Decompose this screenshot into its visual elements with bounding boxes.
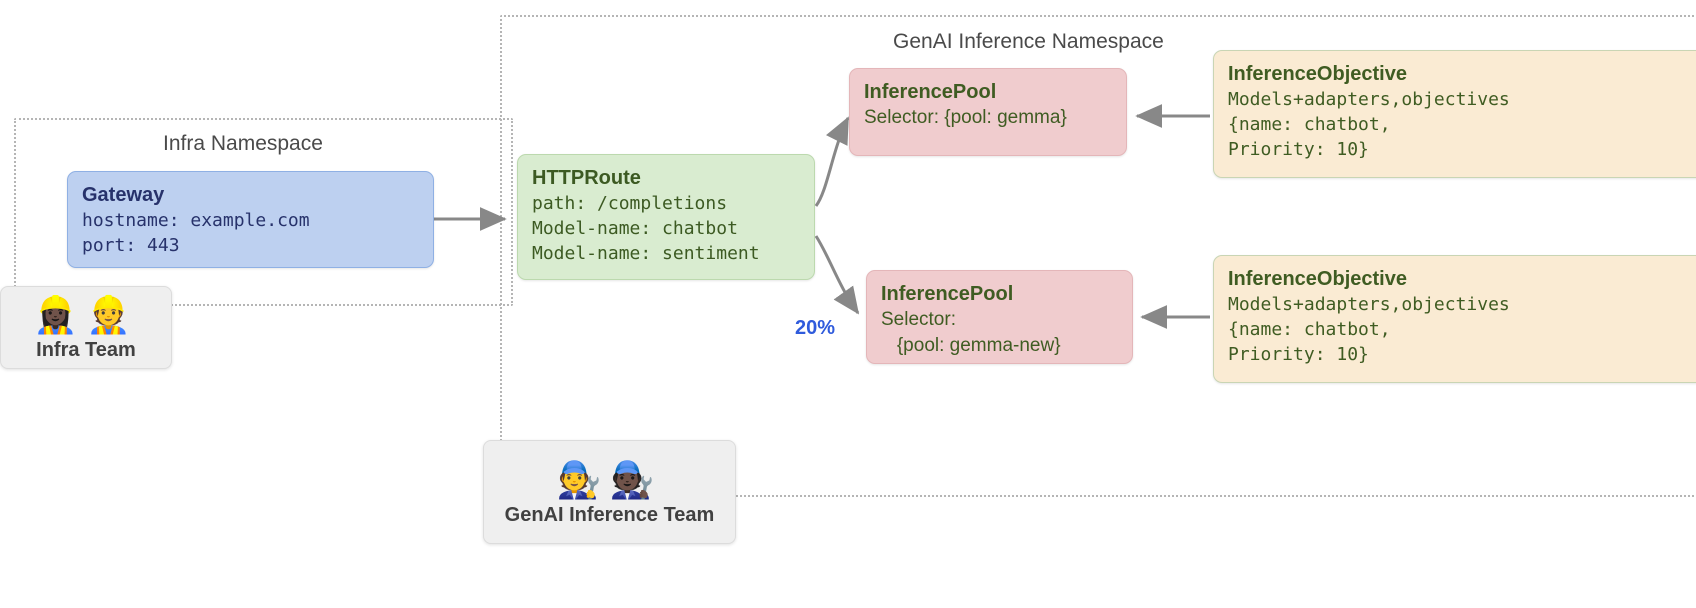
inferencepool-gemma-new-selector: Selector: [881,309,956,330]
genai-team-label: GenAI Inference Team [504,503,715,526]
node-inferencepool-gemma-new[interactable]: InferencePool Selector: {pool: gemma-new… [866,270,1133,364]
httproute-title: HTTPRoute [532,167,641,189]
inferencepool-gemma-new-title: InferencePool [881,283,1014,305]
httproute-model-name-chatbot: Model-name: chatbot [532,218,738,239]
inferencepool-gemma-title: InferencePool [864,81,997,103]
inferenceobjective-bottom-name: {name: chatbot, [1228,319,1391,340]
node-inferenceobjective-top[interactable]: InferenceObjective Models+adapters,objec… [1213,50,1696,178]
inferencepool-gemma-new-selector-value: {pool: gemma-new} [881,335,1061,356]
namespace-genai [500,15,1696,497]
gateway-title: Gateway [82,184,165,206]
node-inferenceobjective-bottom[interactable]: InferenceObjective Models+adapters,objec… [1213,255,1696,383]
httproute-path: path: /completions [532,193,728,214]
namespace-infra-label: Infra Namespace [163,132,323,155]
inferenceobjective-bottom-priority: Priority: 10} [1228,344,1369,365]
namespace-infra [14,118,513,306]
namespace-genai-label: GenAI Inference Namespace [893,30,1164,53]
node-gateway[interactable]: Gateway hostname: example.com port: 443 [67,171,434,268]
infra-team-label: Infra Team [36,339,136,361]
inferenceobjective-top-models: Models+adapters,objectives [1228,89,1510,110]
node-inferencepool-gemma[interactable]: InferencePool Selector: {pool: gemma} [849,68,1127,156]
card-infra-team[interactable]: 👷🏿‍♀️👷 Infra Team [0,286,172,369]
inferenceobjective-top-name: {name: chatbot, [1228,114,1391,135]
inferencepool-gemma-selector: Selector: {pool: gemma} [864,107,1067,128]
traffic-split-label: 20% [795,317,836,339]
inferenceobjective-bottom-models: Models+adapters,objectives [1228,294,1510,315]
gateway-port: port: 443 [82,235,180,256]
infra-team-avatars: 👷🏿‍♀️👷 [33,294,139,335]
gateway-hostname: hostname: example.com [82,210,310,231]
httproute-model-name-sentiment: Model-name: sentiment [532,243,760,264]
inferenceobjective-bottom-title: InferenceObjective [1228,268,1407,290]
card-genai-inference-team[interactable]: 🧑‍🔧🧑🏿‍🔧 GenAI Inference Team [483,440,736,544]
inferenceobjective-top-priority: Priority: 10} [1228,139,1369,160]
genai-team-avatars: 🧑‍🔧🧑🏿‍🔧 [556,458,663,500]
node-httproute[interactable]: HTTPRoute path: /completions Model-name:… [517,154,815,280]
inferenceobjective-top-title: InferenceObjective [1228,63,1407,85]
